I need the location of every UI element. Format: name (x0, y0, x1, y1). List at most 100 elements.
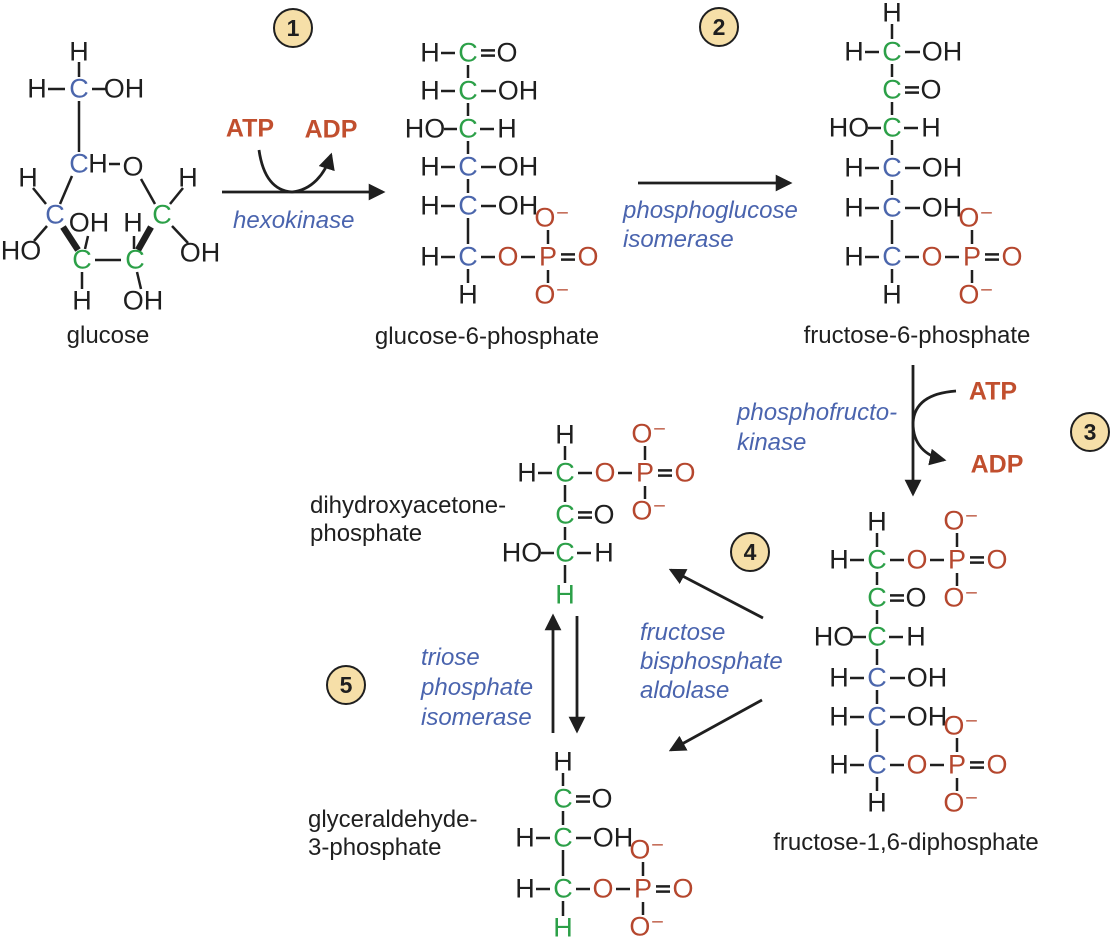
atom-label: P (962, 241, 982, 272)
atom-label: H (882, 0, 902, 28)
atom-label: H (594, 537, 614, 568)
atom-label: OH (179, 237, 221, 268)
atom-label: H (829, 749, 849, 780)
atom-label: C (69, 148, 89, 179)
atom-label: H (867, 787, 887, 818)
enzyme-aldolase-line1: fructose (640, 619, 726, 646)
atom-label: H (555, 579, 575, 610)
atom-label: OH (906, 701, 948, 732)
bond (32, 187, 47, 205)
atom-label: O⁻ (629, 911, 665, 942)
atom-label: O⁻ (534, 202, 570, 233)
atom-label: C (555, 537, 575, 568)
atom-label: H (867, 506, 887, 537)
atom-label: H (515, 822, 535, 853)
atom-label: O⁻ (943, 787, 979, 818)
bond (58, 175, 74, 205)
atom-label: P (947, 544, 967, 575)
molecule-fructose-1-6-diphosphate-bonds (850, 533, 984, 791)
atom-label: H (27, 73, 47, 104)
atom-label: C (553, 822, 573, 853)
atom-label: H (72, 285, 92, 316)
atom-label: P (947, 749, 967, 780)
atom-label: OH (921, 152, 963, 183)
atom-label: OH (921, 36, 963, 67)
step-badge-4: 4 (730, 532, 770, 572)
atom-label: HO (404, 113, 446, 144)
atom-label: HO (828, 112, 870, 143)
atom-label: OH (921, 192, 963, 223)
atom-label: C (553, 783, 573, 814)
atom-label: H (844, 152, 864, 183)
caption-fructose-1-6-diphosphate: fructose-1,6-diphosphate (773, 829, 1039, 856)
bond (83, 235, 90, 250)
atom-label: H (458, 279, 478, 310)
atom-label: C (69, 73, 89, 104)
atom-label: C (882, 152, 902, 183)
adp-label-step3: ADP (970, 450, 1024, 479)
atom-label: H (882, 279, 902, 310)
atom-label: O (986, 749, 1008, 780)
enzyme-phosphoglucose-isomerase-line2: isomerase (623, 226, 734, 253)
atom-label: O⁻ (958, 279, 994, 310)
step3-atp-curve (911, 389, 957, 466)
atom-label: HO (813, 621, 855, 652)
atom-label: H (844, 241, 864, 272)
step-badge-1: 1 (273, 8, 313, 48)
step-badge-5: 5 (326, 665, 366, 705)
caption-fructose-6-phosphate: fructose-6-phosphate (803, 322, 1031, 349)
atom-label: O (591, 783, 613, 814)
atom-label: H (555, 419, 575, 450)
caption-glucose: glucose (66, 322, 150, 349)
atom-label: OH (497, 151, 539, 182)
atom-label: H (420, 151, 440, 182)
bond (139, 178, 157, 205)
atom-label: C (882, 36, 902, 67)
atom-label: H (497, 113, 517, 144)
atom-label: O (920, 74, 942, 105)
step4-arrow-upper (668, 568, 764, 620)
atom-label: H (553, 746, 573, 777)
atom-label: H (921, 112, 941, 143)
atom-label: OH (68, 207, 110, 238)
atom-label: H (829, 701, 849, 732)
caption-glucose-6-phosphate: glucose-6-phosphate (374, 323, 600, 350)
atom-label: C (882, 112, 902, 143)
atom-label: O (906, 749, 928, 780)
step1-atp-curve (257, 149, 335, 194)
atom-label: C (867, 582, 887, 613)
atom-label: HO (0, 235, 42, 266)
atom-label: H (420, 75, 440, 106)
step-badge-2: 2 (699, 7, 739, 47)
atom-label: OH (497, 75, 539, 106)
enzyme-phosphofructokinase-line1: phosphofructo- (737, 399, 898, 426)
atom-label: H (829, 662, 849, 693)
molecule-bonds (32, 24, 999, 916)
atom-label: P (538, 241, 558, 272)
bond (135, 271, 143, 290)
bond (171, 225, 189, 244)
bond (135, 225, 154, 252)
enzyme-phosphoglucose-isomerase-line1: phosphoglucose (623, 197, 798, 224)
enzyme-aldolase-line2: bisphosphate (640, 648, 783, 675)
atom-label: O (593, 499, 615, 530)
atom-label: C (458, 37, 478, 68)
step-badge-3: 3 (1070, 412, 1110, 452)
atom-label: C (867, 662, 887, 693)
atom-label: O (577, 241, 599, 272)
atom-label: O⁻ (534, 279, 570, 310)
atom-label: C (882, 74, 902, 105)
bond (60, 225, 81, 252)
enzyme-hexokinase: hexokinase (233, 207, 355, 234)
molecule-dihydroxyacetone-phosphate-bonds (538, 446, 672, 583)
caption-glyceraldehyde-3-phosphate-line2: 3-phosphate (308, 834, 442, 861)
reaction-arrows (222, 149, 957, 752)
atom-label: O (986, 544, 1008, 575)
atom-label: O (672, 873, 694, 904)
atom-label: H (420, 37, 440, 68)
atom-label: OH (122, 285, 164, 316)
atom-label: O (1001, 241, 1023, 272)
atom-label: H (69, 36, 89, 67)
atom-label: HO (501, 537, 543, 568)
